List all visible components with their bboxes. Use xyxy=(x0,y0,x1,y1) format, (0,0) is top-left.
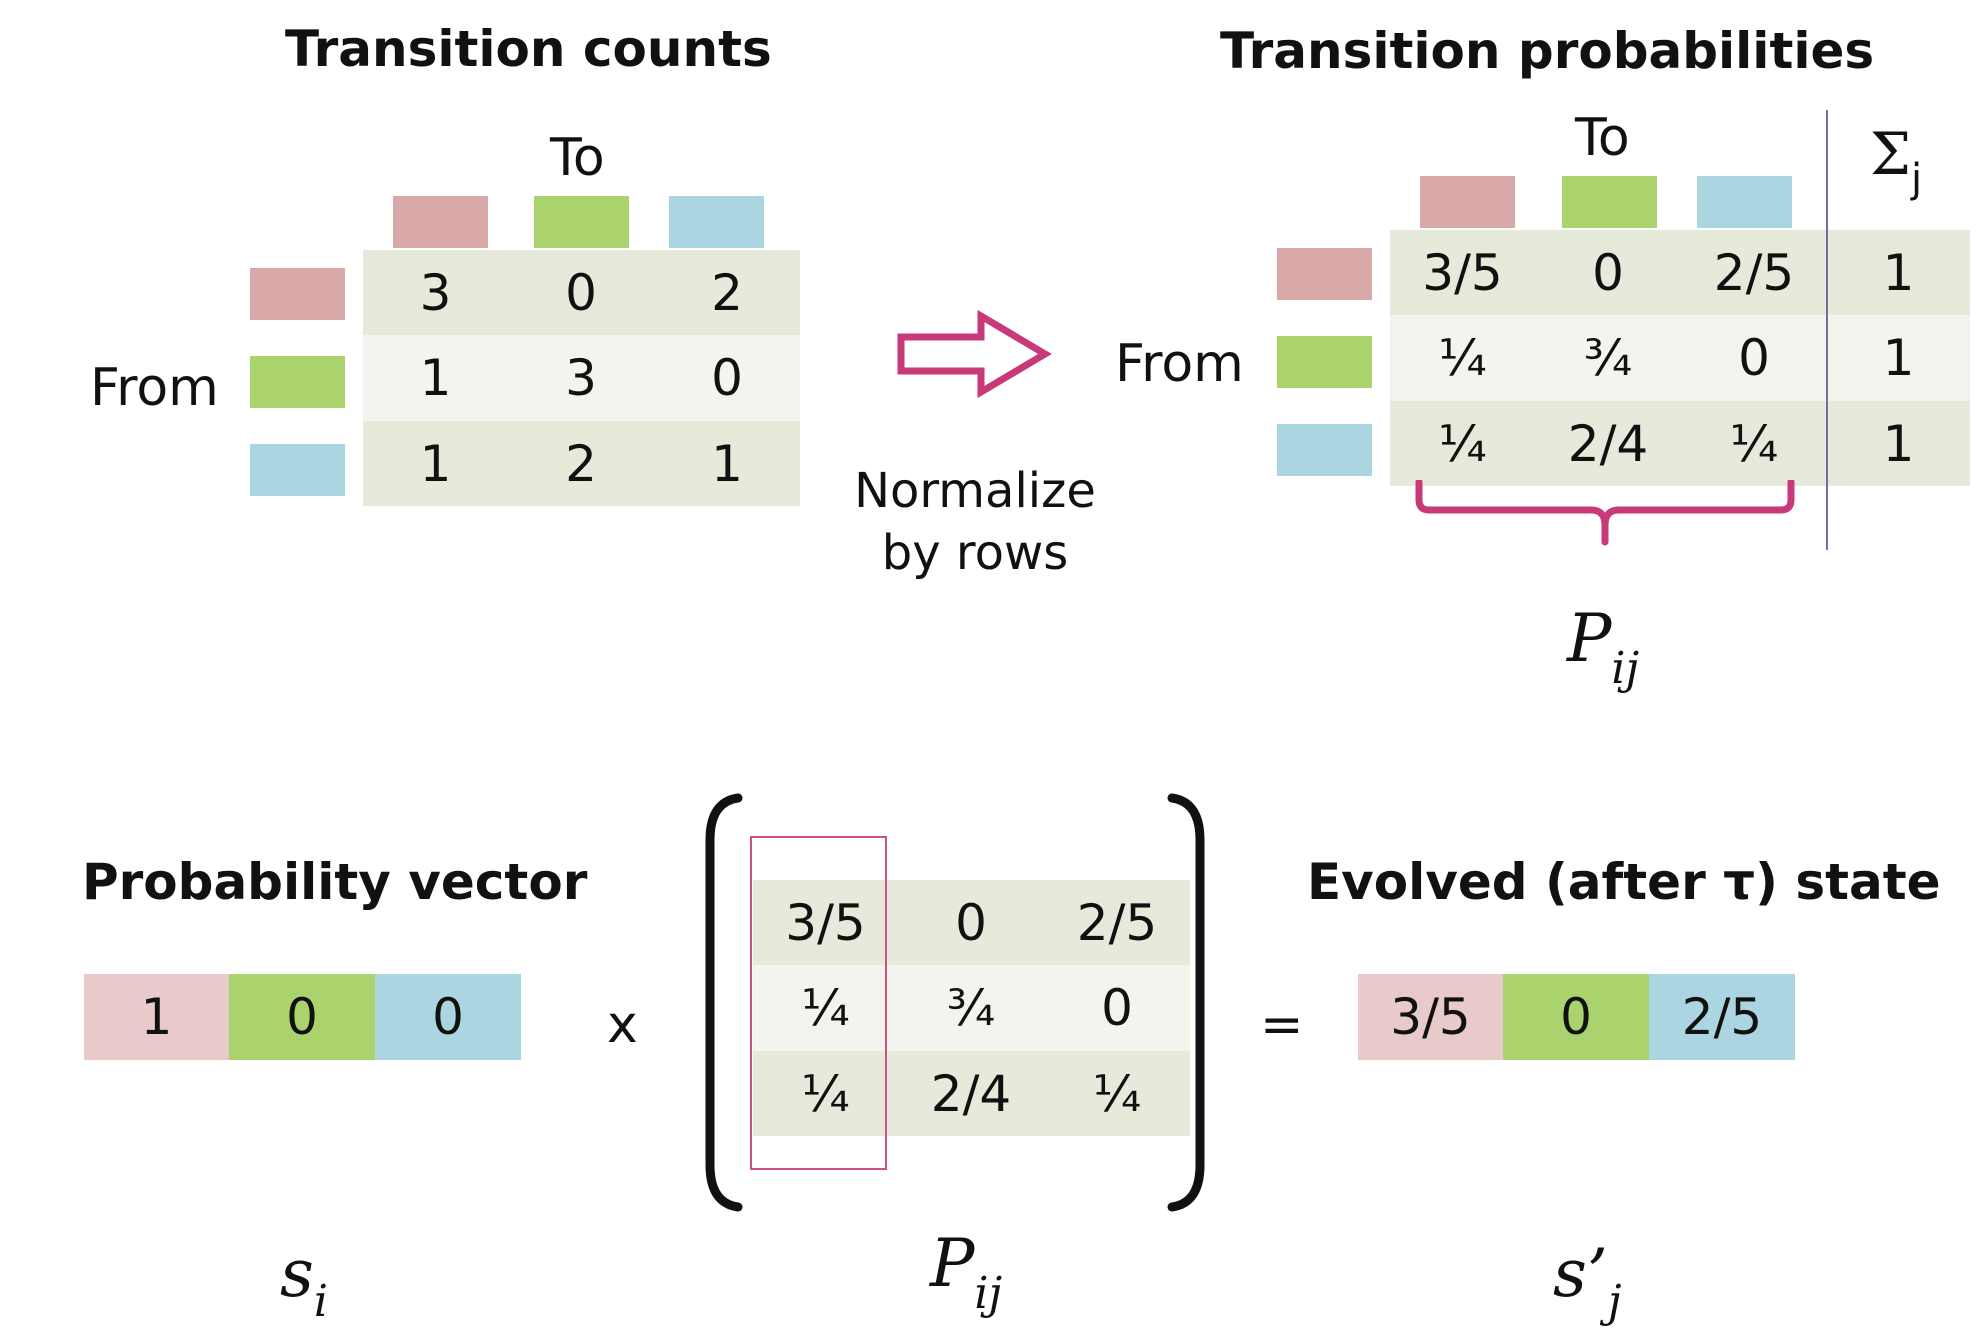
s-label-main: s xyxy=(280,1235,314,1312)
p-label-main: P xyxy=(930,1225,975,1302)
probs-cell: ¾ xyxy=(1535,315,1681,401)
counts-to-swatch-1 xyxy=(393,196,488,248)
probs-from-swatch-1 xyxy=(1277,248,1372,300)
vector-cell-2: 0 xyxy=(229,974,375,1060)
probs-to-swatch-3 xyxy=(1697,176,1792,228)
vector-title: Probability vector xyxy=(82,853,588,911)
matrix-cell: 2/4 xyxy=(898,1051,1044,1136)
probs-to-label: To xyxy=(1575,108,1630,168)
probs-to-swatch-2 xyxy=(1562,176,1657,228)
counts-cell: 0 xyxy=(508,250,654,335)
matrix-cell: ¼ xyxy=(753,965,898,1051)
matrix-cell: 0 xyxy=(1044,965,1190,1051)
probs-cell: 3/5 xyxy=(1390,230,1535,315)
counts-table: 3 0 2 1 3 0 1 2 1 xyxy=(363,250,800,506)
counts-from-label: From xyxy=(90,358,219,418)
probs-matrix-label-p: P xyxy=(1567,600,1612,677)
result-cell-2: 0 xyxy=(1503,974,1649,1060)
normalize-caption-line1: Normalize xyxy=(854,463,1096,519)
sum-symbol-sub: j xyxy=(1911,156,1923,202)
probs-cell: ¼ xyxy=(1390,401,1535,486)
matrix-brackets-icon xyxy=(705,793,1205,1212)
matrix-cell: ¾ xyxy=(898,965,1044,1051)
counts-to-swatch-2 xyxy=(534,196,629,248)
probs-cell: 0 xyxy=(1681,315,1827,401)
result-cell-3: 2/5 xyxy=(1649,974,1795,1060)
probs-matrix-label-sub: ij xyxy=(1611,643,1640,694)
s-label: si xyxy=(280,1235,328,1327)
result-vector: 3/5 0 2/5 xyxy=(1358,974,1795,1060)
probs-cell: ¼ xyxy=(1681,401,1827,486)
probs-from-label: From xyxy=(1115,334,1244,394)
times-sign: x xyxy=(607,995,638,1055)
matrix-cell: 2/5 xyxy=(1044,880,1190,965)
counts-cell: 3 xyxy=(363,250,508,335)
s-label-sub: i xyxy=(313,1276,328,1327)
probs-cell: ¼ xyxy=(1390,315,1535,401)
matrix-cell: ¼ xyxy=(1044,1051,1190,1136)
s-prime-label-main: s’ xyxy=(1553,1235,1608,1312)
counts-cell: 1 xyxy=(363,421,508,506)
probs-from-swatch-3 xyxy=(1277,424,1372,476)
counts-from-swatch-3 xyxy=(250,444,345,496)
matrix-cell: 0 xyxy=(898,880,1044,965)
normalize-caption-line2: by rows xyxy=(881,525,1069,581)
counts-cell: 2 xyxy=(508,421,654,506)
probs-to-swatch-1 xyxy=(1420,176,1515,228)
probs-title: Transition probabilities xyxy=(1220,22,1875,80)
s-prime-label: s’j xyxy=(1553,1235,1622,1327)
counts-to-label: To xyxy=(550,128,605,188)
probs-from-swatch-2 xyxy=(1277,336,1372,388)
curly-brace-icon xyxy=(1415,480,1795,546)
counts-cell: 0 xyxy=(654,335,800,421)
vector-cell-1: 1 xyxy=(84,974,229,1060)
probs-cell: 2/5 xyxy=(1681,230,1827,315)
s-prime-label-sub: j xyxy=(1607,1276,1622,1327)
counts-cell: 3 xyxy=(508,335,654,421)
column-highlight-box xyxy=(750,836,887,1170)
probability-vector: 1 0 0 xyxy=(84,974,521,1060)
counts-cell: 1 xyxy=(363,335,508,421)
probs-table: 3/5 0 2/5 1 ¼ ¾ 0 1 ¼ 2/4 ¼ 1 xyxy=(1390,230,1970,486)
counts-to-swatch-3 xyxy=(669,196,764,248)
p-label: Pij xyxy=(930,1225,1002,1319)
counts-cell: 2 xyxy=(654,250,800,335)
equals-sign: = xyxy=(1260,995,1304,1055)
counts-cell: 1 xyxy=(654,421,800,506)
right-arrow-icon xyxy=(897,310,1052,399)
probs-cell: 0 xyxy=(1535,230,1681,315)
sum-divider xyxy=(1826,110,1828,550)
matrix-cell: ¼ xyxy=(753,1051,898,1136)
sum-symbol-sigma: Σ xyxy=(1870,120,1912,188)
bottom-matrix: 3/5 0 2/5 ¼ ¾ 0 ¼ 2/4 ¼ xyxy=(753,880,1190,1136)
vector-cell-3: 0 xyxy=(375,974,521,1060)
counts-title: Transition counts xyxy=(285,20,772,78)
p-label-sub: ij xyxy=(974,1268,1003,1319)
probs-sum-cell: 1 xyxy=(1827,401,1970,486)
sum-symbol: Σj xyxy=(1870,120,1922,202)
result-title: Evolved (after τ) state xyxy=(1307,853,1941,911)
counts-from-swatch-2 xyxy=(250,356,345,408)
matrix-cell: 3/5 xyxy=(753,880,898,965)
counts-from-swatch-1 xyxy=(250,268,345,320)
result-cell-1: 3/5 xyxy=(1358,974,1503,1060)
probs-matrix-label: Pij xyxy=(1567,600,1639,694)
probs-sum-cell: 1 xyxy=(1827,315,1970,401)
probs-sum-cell: 1 xyxy=(1827,230,1970,315)
normalize-caption: Normalize by rows xyxy=(850,460,1100,584)
probs-cell: 2/4 xyxy=(1535,401,1681,486)
